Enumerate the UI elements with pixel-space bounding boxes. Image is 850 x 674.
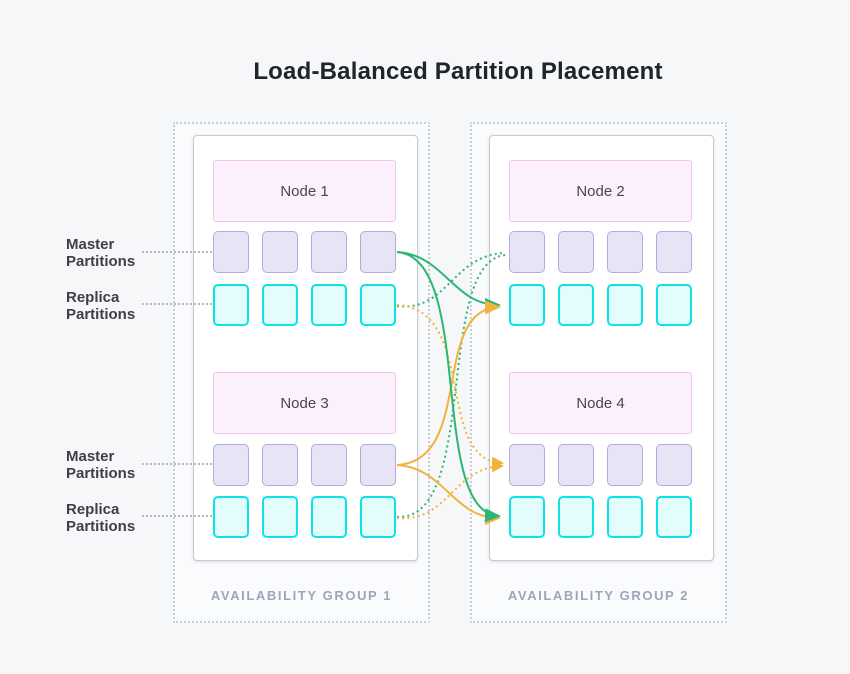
node-1-master-row: [213, 231, 396, 273]
master-partition-square: [607, 444, 643, 486]
master-partition-square: [509, 444, 545, 486]
replica-partition-square: [656, 284, 692, 326]
master-partition-square: [262, 444, 298, 486]
replica-partition-square: [311, 284, 347, 326]
master-partition-square: [558, 231, 594, 273]
node-2-replica-row: [509, 284, 692, 326]
node-4-header: Node 4: [509, 372, 692, 434]
node-2-header: Node 2: [509, 160, 692, 222]
master-partition-square: [360, 444, 396, 486]
replica-partitions-label-bottom: Replica Partitions: [66, 501, 135, 535]
label-line: Replica: [66, 289, 120, 306]
availability-group-1-caption: AVAILABILITY GROUP 1: [210, 588, 393, 603]
replica-partition-square: [558, 496, 594, 538]
replica-partition-square: [262, 496, 298, 538]
leader-line-master-bottom: [142, 463, 212, 465]
label-line: Master: [66, 448, 115, 465]
master-partition-square: [311, 444, 347, 486]
master-partition-square: [607, 231, 643, 273]
replica-partition-square: [311, 496, 347, 538]
label-line: Master: [66, 236, 115, 253]
master-partition-square: [262, 231, 298, 273]
label-line: Partitions: [66, 306, 136, 323]
master-partitions-label-bottom: Master Partitions: [66, 448, 135, 482]
node-4-master-row: [509, 444, 692, 486]
replica-partition-square: [360, 496, 396, 538]
node-3-header: Node 3: [213, 372, 396, 434]
replica-partitions-label-top: Replica Partitions: [66, 289, 135, 323]
master-partition-square: [509, 231, 545, 273]
label-line: Partitions: [66, 465, 136, 482]
node-1-header: Node 1: [213, 160, 396, 222]
availability-group-2-caption: AVAILABILITY GROUP 2: [507, 588, 690, 603]
node-4-replica-row: [509, 496, 692, 538]
replica-partition-square: [558, 284, 594, 326]
replica-partition-square: [360, 284, 396, 326]
node-3-master-row: [213, 444, 396, 486]
label-line: Partitions: [66, 253, 136, 270]
master-partition-square: [311, 231, 347, 273]
node-2-master-row: [509, 231, 692, 273]
replica-partition-square: [607, 284, 643, 326]
replica-partition-square: [509, 496, 545, 538]
node-3-replica-row: [213, 496, 396, 538]
leader-line-replica-bottom: [142, 515, 212, 517]
replica-partition-square: [213, 496, 249, 538]
node-1-replica-row: [213, 284, 396, 326]
master-partition-square: [213, 231, 249, 273]
diagram-title: Load-Balanced Partition Placement: [253, 58, 663, 85]
replica-partition-square: [607, 496, 643, 538]
master-partition-square: [558, 444, 594, 486]
replica-partition-square: [262, 284, 298, 326]
replica-partition-square: [509, 284, 545, 326]
replica-partition-square: [656, 496, 692, 538]
leader-line-replica-top: [142, 303, 212, 305]
label-line: Partitions: [66, 518, 136, 535]
leader-line-master-top: [142, 251, 212, 253]
replica-partition-square: [213, 284, 249, 326]
master-partition-square: [656, 444, 692, 486]
node-container-group-2: Node 2 Node 4: [489, 135, 714, 561]
master-partition-square: [360, 231, 396, 273]
node-container-group-1: Node 1 Node 3: [193, 135, 418, 561]
master-partition-square: [656, 231, 692, 273]
label-line: Replica: [66, 501, 120, 518]
master-partition-square: [213, 444, 249, 486]
master-partitions-label-top: Master Partitions: [66, 236, 135, 270]
